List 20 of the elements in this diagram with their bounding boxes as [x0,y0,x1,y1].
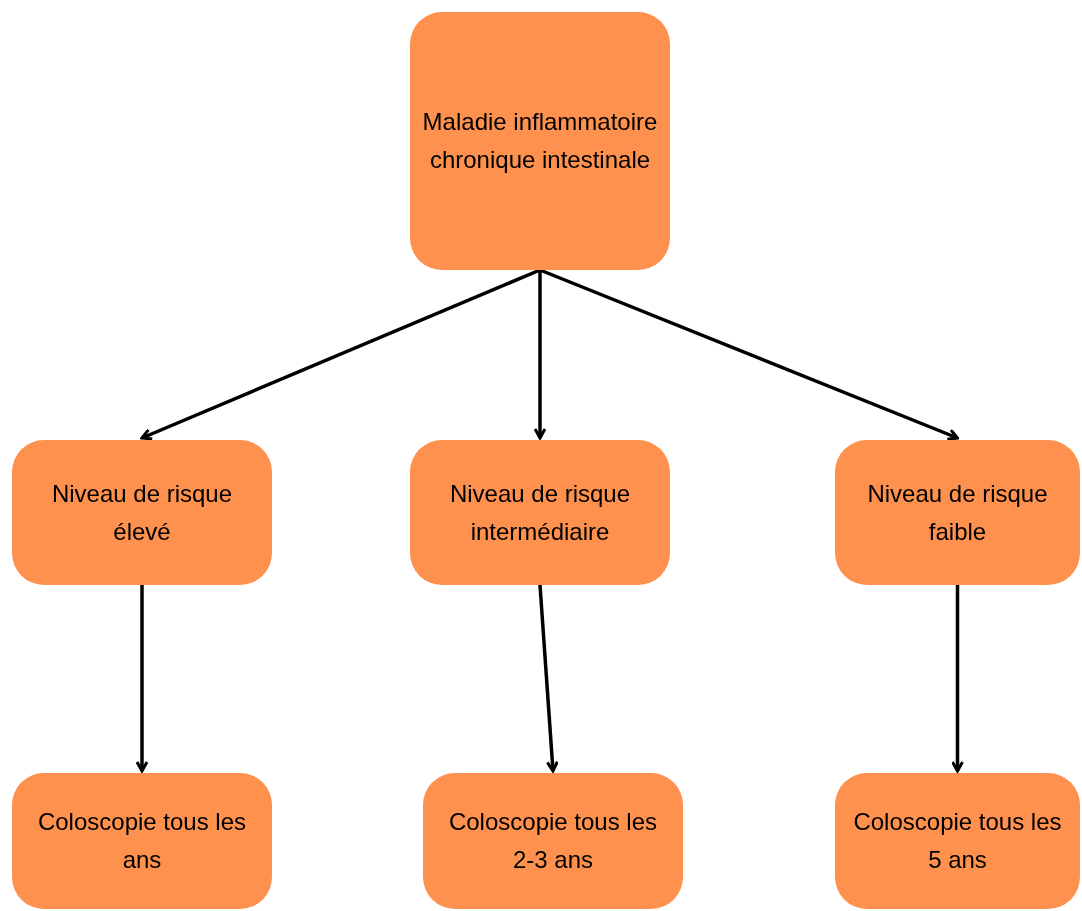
process-box [410,440,670,585]
box-text: Coloscopie tous les ans [36,807,248,875]
process-box [410,12,670,270]
arrow [539,268,959,441]
arrow [533,270,547,440]
arrow [140,268,541,441]
process-box [423,773,683,909]
process-box [835,773,1080,909]
box-text: Niveau de risque élevé [50,478,234,547]
process-box [12,440,272,585]
process-box [835,440,1080,585]
arrow [538,584,559,773]
arrow [135,585,149,773]
box-text: Coloscopie tous les 5 ans [852,807,1063,875]
box-text: Niveau de risque intermédiaire [448,478,632,547]
box-text: Niveau de risque faible [866,478,1049,547]
process-box [12,773,272,909]
box-text: Maladie inflammatoire chronique intestinale [422,107,658,175]
box-text: Coloscopie tous les 2-3 ans [447,807,659,875]
arrow [951,585,964,773]
